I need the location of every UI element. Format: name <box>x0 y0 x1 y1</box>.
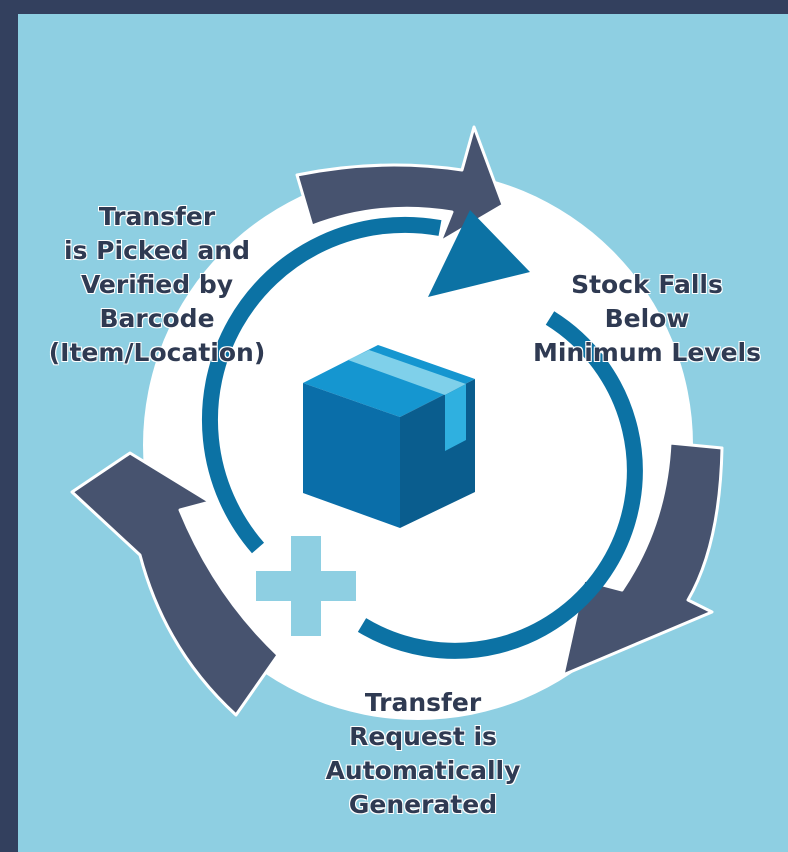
step-stock-falls-label: Stock Falls Below Minimum Levels <box>508 268 786 370</box>
inner-ring-right-arc <box>357 311 643 659</box>
step-picked-verified-line-2: is Picked and <box>64 236 250 265</box>
step-picked-verified-line-5: (Item/Location) <box>48 338 266 367</box>
outer-cycle-arrows <box>70 125 724 717</box>
plus-icon <box>256 536 356 636</box>
box-top-face <box>303 345 475 417</box>
box-tape-top <box>348 350 466 395</box>
step-request-generated-label: Transfer Request is Automatically Genera… <box>300 686 546 822</box>
step-picked-verified-line-1: Transfer <box>98 202 216 231</box>
box-front-face <box>303 383 400 528</box>
box-tape-side <box>445 384 466 451</box>
step-request-generated-line-4: Generated <box>348 790 498 819</box>
right-outer-arrow <box>561 441 724 677</box>
step-picked-verified-line-3: Verified by <box>80 270 234 299</box>
box-icon <box>303 345 475 528</box>
step-request-generated-line-1: Transfer <box>364 688 482 717</box>
step-request-generated-line-3: Automatically <box>325 756 521 785</box>
inner-cycle-ring <box>201 216 643 659</box>
step-picked-verified-label: Transfer is Picked and Verified by Barco… <box>12 200 302 370</box>
step-stock-falls-line-2: Below <box>604 304 690 333</box>
left-outer-arrow <box>70 451 280 717</box>
step-stock-falls-line-3: Minimum Levels <box>532 338 761 367</box>
left-frame-strip <box>0 0 18 852</box>
step-stock-falls-line-1: Stock Falls <box>571 270 723 299</box>
step-request-generated-line-2: Request is <box>349 722 497 751</box>
inner-ring-top-left-arc <box>201 216 442 554</box>
step-picked-verified-line-4: Barcode <box>99 304 215 333</box>
inner-ring-arrowhead <box>428 210 530 297</box>
